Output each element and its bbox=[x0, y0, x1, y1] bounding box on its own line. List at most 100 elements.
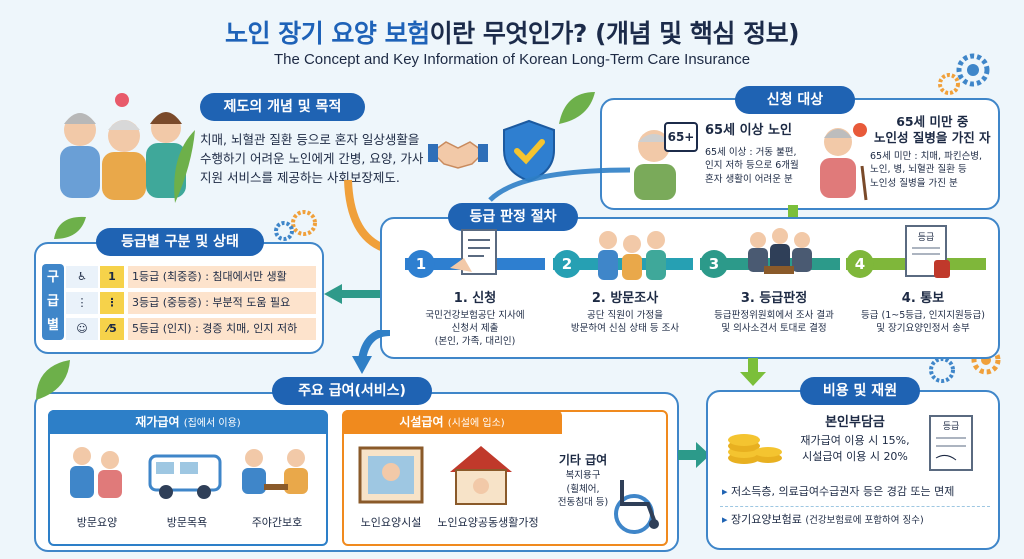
gears-icon bbox=[938, 53, 990, 95]
eligibility-a-description: 65세 이상 : 거동 불편, 인지 저하 등으로 6개월 혼자 생활이 어려운… bbox=[705, 146, 799, 186]
other-benefits-line: 복지용구 bbox=[565, 470, 601, 482]
eligibility-b-title-line: 노인성 질병을 가진 자 bbox=[874, 130, 991, 145]
step-desc: 방문하여 신심 상태 등 조사 bbox=[570, 323, 680, 335]
home-care-sub: (집에서 이용) bbox=[183, 418, 241, 429]
wheelchair-icon bbox=[614, 480, 659, 534]
facility-care-item: 노인요양공동생활가정 bbox=[437, 516, 539, 529]
grade-type: (최중증) bbox=[162, 270, 202, 283]
eligibility-a-line: 혼자 생활이 어려운 분 bbox=[705, 173, 793, 185]
eligibility-b-description: 65세 미만 : 치매, 파킨슨병, 노인, 병, 뇌혈관 질환 등 노인성 질… bbox=[870, 150, 982, 190]
step-desc: (본인, 가족, 대리인) bbox=[434, 336, 516, 348]
process-step: 4. 통보 등급 (1~5등급, 인지지원등급) 및 장기요양인정서 송부 bbox=[848, 290, 998, 335]
grade-desc: : 경증 치매, 인지 저하 bbox=[195, 322, 298, 335]
eligibility-b-line: 노인, 병, 뇌혈관 질환 등 bbox=[870, 164, 967, 176]
arrow-right-icon bbox=[678, 442, 710, 468]
purpose-line: 치매, 뇌혈관 질환 등으로 혼자 일상생활을 bbox=[200, 132, 420, 147]
copay-line: 재가급여 이용 시 15%, bbox=[800, 433, 910, 447]
nursing-facility-icon bbox=[358, 446, 424, 504]
grade-text: 5등급 (인지) : 경증 치매, 인지 저하 bbox=[128, 318, 316, 340]
title-highlight: 노인 장기 요양 보험 bbox=[225, 19, 430, 48]
leaf-icon bbox=[54, 216, 86, 239]
application-form-icon bbox=[450, 229, 497, 275]
step-title: 3. 등급판정 bbox=[740, 291, 808, 306]
purpose-heading: 제도의 개념 및 목적 bbox=[200, 93, 365, 121]
process-heading: 등급 판정 절차 bbox=[448, 203, 578, 231]
arrow-left-icon bbox=[324, 284, 380, 304]
age-65-badge: 65+ bbox=[664, 122, 698, 152]
copay-title: 본인부담금 bbox=[825, 415, 885, 430]
copay-info: 본인부담금 재가급여 이용 시 15%, 시설급여 이용 시 20% bbox=[790, 414, 920, 465]
step-title: 4. 통보 bbox=[901, 291, 945, 306]
eligibility-a-line: 65세 이상 : 거동 불편, bbox=[705, 147, 797, 158]
bullet-icon: ▸ bbox=[722, 485, 728, 498]
grade-number: ⁄5 bbox=[100, 318, 124, 340]
facility-care-sub: (시설에 입소) bbox=[447, 418, 505, 429]
home-care-item: 방문목욕 bbox=[166, 516, 208, 529]
step-number: 1 bbox=[407, 250, 435, 278]
cost-bullet: ▸ 장기요양보험료 (건강보험료에 포함하여 징수) bbox=[722, 512, 924, 528]
step-title: 2. 방문조사 bbox=[591, 291, 659, 306]
grade-desc: : 침대에서만 생활 bbox=[205, 270, 287, 283]
other-benefits: 기타 급여 복지용구 (휠체어, 전동침대 등) bbox=[548, 452, 618, 509]
coins-icon bbox=[728, 434, 782, 464]
cost-bullet-text: 저소득층, 의료급여수급권자 등은 경감 또는 면제 bbox=[731, 485, 955, 498]
grade-number: 1 bbox=[100, 266, 124, 288]
home-visit-care-illustration bbox=[70, 447, 122, 498]
eligibility-b-title-line: 65세 미만 중 bbox=[896, 114, 969, 129]
eligibility-heading: 신청 대상 bbox=[735, 86, 855, 114]
elderly-man-illustration bbox=[634, 130, 676, 200]
grades-heading: 등급별 구분 및 상태 bbox=[96, 228, 264, 256]
grade-label: 5등급 bbox=[132, 322, 160, 335]
step-desc: 및 의사소견서 토대로 결정 bbox=[721, 323, 827, 335]
arrow-down-icon bbox=[740, 358, 766, 386]
eligibility-b-line: 65세 미만 : 치매, 파킨슨병, bbox=[870, 151, 983, 162]
page-subtitle: The Concept and Key Information of Korea… bbox=[273, 51, 751, 68]
purpose-line: 수행하기 어려운 노인에게 간병, 요양, 가사 bbox=[200, 151, 424, 166]
other-benefits-line: 전동침대 등) bbox=[557, 496, 609, 508]
title-rest: 이란 무엇인가? (개념 및 핵심 정보) bbox=[429, 19, 800, 48]
gears-icon bbox=[274, 210, 317, 241]
committee-gavel-illustration bbox=[748, 228, 812, 274]
wheelchair-icon: ♿ bbox=[66, 266, 98, 288]
grade-number: ⋮ bbox=[100, 292, 124, 314]
home-care-heading: 재가급여 (집에서 이용) bbox=[48, 410, 328, 434]
group-home-icon bbox=[450, 446, 512, 505]
eligibility-a-line: 인지 저하 등으로 6개월 bbox=[705, 160, 799, 172]
grade-row: ♿ 1 1등급 (최중증) : 침대에서만 생활 bbox=[66, 266, 316, 288]
grades-side-char: 급 bbox=[47, 294, 59, 309]
purpose-description: 치매, 뇌혈관 질환 등으로 혼자 일상생활을 수행하기 어려운 노인에게 간병… bbox=[200, 130, 423, 187]
bath-van-icon bbox=[148, 454, 222, 499]
ellipsis-icon: ⋮ bbox=[66, 292, 98, 314]
certificate-label: 등급 bbox=[918, 232, 935, 243]
grade-text: 1등급 (최중증) : 침대에서만 생활 bbox=[128, 266, 316, 288]
leaf-icon bbox=[559, 92, 595, 124]
eligibility-a-title: 65세 이상 노인 bbox=[705, 123, 792, 138]
step-desc: 공단 직원이 가정을 bbox=[587, 309, 663, 321]
grades-side-label: 구 급 별 bbox=[42, 264, 64, 340]
facility-care-title: 시설급여 bbox=[399, 415, 444, 429]
bullet-icon: ▸ bbox=[722, 513, 728, 526]
eligibility-b-title: 65세 미만 중 노인성 질병을 가진 자 bbox=[874, 114, 991, 146]
home-care-item: 주야간보호 bbox=[251, 516, 303, 529]
home-care-title: 재가급여 bbox=[135, 415, 180, 429]
grade-row: ⋮ ⋮ 3등급 (중등증) : 부분적 도움 필요 bbox=[66, 292, 316, 314]
other-benefits-line: (휠체어, bbox=[566, 483, 600, 495]
gear-icon bbox=[929, 357, 955, 383]
step-desc: 등급판정위원회에서 조사 결과 bbox=[714, 309, 834, 321]
other-benefits-title: 기타 급여 bbox=[558, 453, 608, 467]
document-label: 등급 bbox=[943, 421, 960, 432]
facility-care-item: 노인요양시설 bbox=[360, 516, 422, 529]
certificate-stamp-icon: 등급 bbox=[905, 225, 950, 278]
copay-line: 시설급여 이용 시 20% bbox=[802, 449, 908, 463]
process-step: 1. 신청 국민건강보험공단 지사에 신청서 제출 (본인, 가족, 대리인) bbox=[400, 290, 550, 349]
step-number: 3 bbox=[700, 250, 728, 278]
brain-icon: ☺ bbox=[66, 318, 98, 340]
grade-desc: : 부분적 도움 필요 bbox=[205, 296, 291, 309]
step-desc: 신청서 제출 bbox=[451, 323, 499, 335]
grade-label: 3등급 bbox=[132, 296, 160, 309]
grade-text: 3등급 (중등증) : 부분적 도움 필요 bbox=[128, 292, 316, 314]
eligibility-b-line: 노인성 질병을 가진 분 bbox=[870, 177, 958, 189]
cost-bullet: ▸ 저소득층, 의료급여수급권자 등은 경감 또는 면제 bbox=[722, 484, 954, 500]
grade-label: 1등급 bbox=[132, 270, 160, 283]
cost-bullet-text: 장기요양보험료 bbox=[731, 513, 802, 526]
